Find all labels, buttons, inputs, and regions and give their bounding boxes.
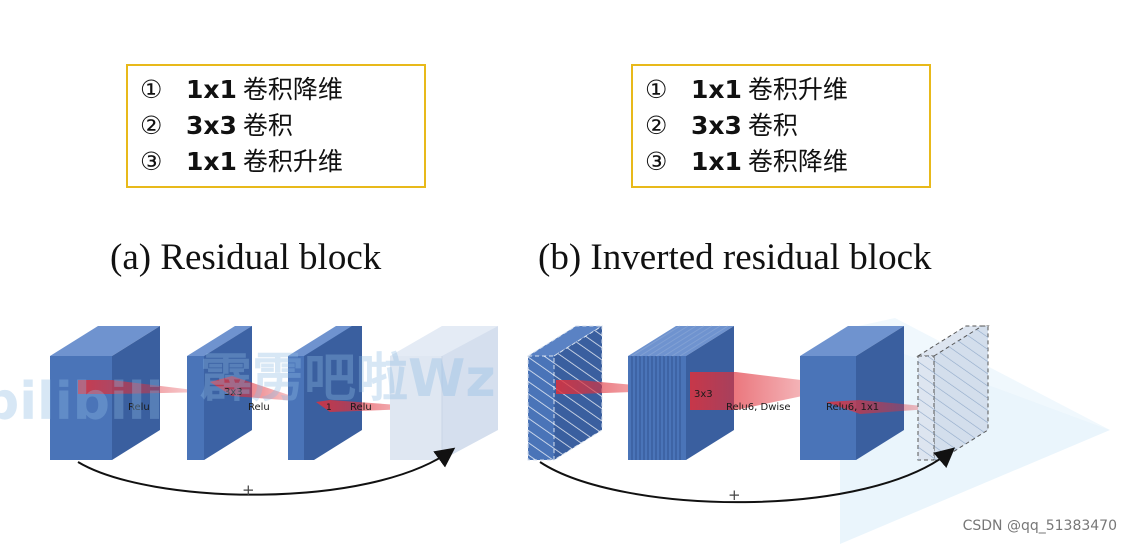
conv-beam [826, 400, 944, 414]
output-tensor-block [916, 325, 990, 461]
kernel-3x3-label: 3x3 [224, 387, 243, 398]
kernel-size: 3x3 [691, 111, 742, 140]
skip-connection-arrow [77, 447, 456, 496]
inverted-residual-block-caption: (b) Inverted residual block [538, 237, 932, 278]
step-number: ① [140, 75, 163, 104]
output-tensor-block [390, 326, 498, 460]
step-text: 卷积降维 [747, 147, 848, 176]
step-text: 卷积升维 [242, 147, 343, 176]
reduced-tensor-block [187, 326, 252, 460]
conv-tensor-block [288, 326, 362, 460]
conv-beam [210, 376, 310, 402]
kernel-size: 1x1 [186, 75, 237, 104]
step-number: ③ [140, 147, 163, 176]
step-text: 卷积 [747, 111, 798, 140]
input-tensor-block [526, 325, 604, 461]
addition-symbol: + [728, 486, 741, 504]
residual-block-caption: (a) Residual block [110, 237, 382, 278]
step-number: ② [140, 111, 163, 140]
kernel-size: 1x1 [186, 147, 237, 176]
relu6-1x1-label: Relu6, 1x1 [826, 402, 879, 413]
kernel-size: 3x3 [186, 111, 237, 140]
kernel-size: 1x1 [691, 75, 742, 104]
addition-symbol: + [242, 481, 255, 499]
residual-block-diagram: Relu 3x3 Relu 1 Relu [50, 326, 498, 499]
skip-connection-arrow [539, 447, 956, 504]
dwise-label: Relu6, Dwise [726, 402, 791, 413]
relu-label: Relu [128, 402, 150, 413]
step-number: ③ [645, 147, 668, 176]
depthwise-tensor-block [800, 326, 904, 460]
relu-label: Relu [350, 402, 372, 413]
conv-beam [78, 380, 210, 394]
kernel-size: 1x1 [691, 147, 742, 176]
step-text: 卷积 [242, 111, 293, 140]
step-number: ① [645, 75, 668, 104]
relu-label: Relu [248, 402, 270, 413]
step-number: ② [645, 111, 668, 140]
kernel-1-label: 1 [326, 403, 332, 413]
kernel-3x3-label: 3x3 [694, 389, 713, 400]
credit-text: CSDN @qq_51383470 [962, 518, 1117, 534]
step-text: 卷积降维 [242, 75, 343, 104]
step-text: 卷积升维 [747, 75, 848, 104]
inverted-residual-block-diagram: 3x3 Relu6, Dwise Relu6, 1x1 + [526, 325, 990, 504]
